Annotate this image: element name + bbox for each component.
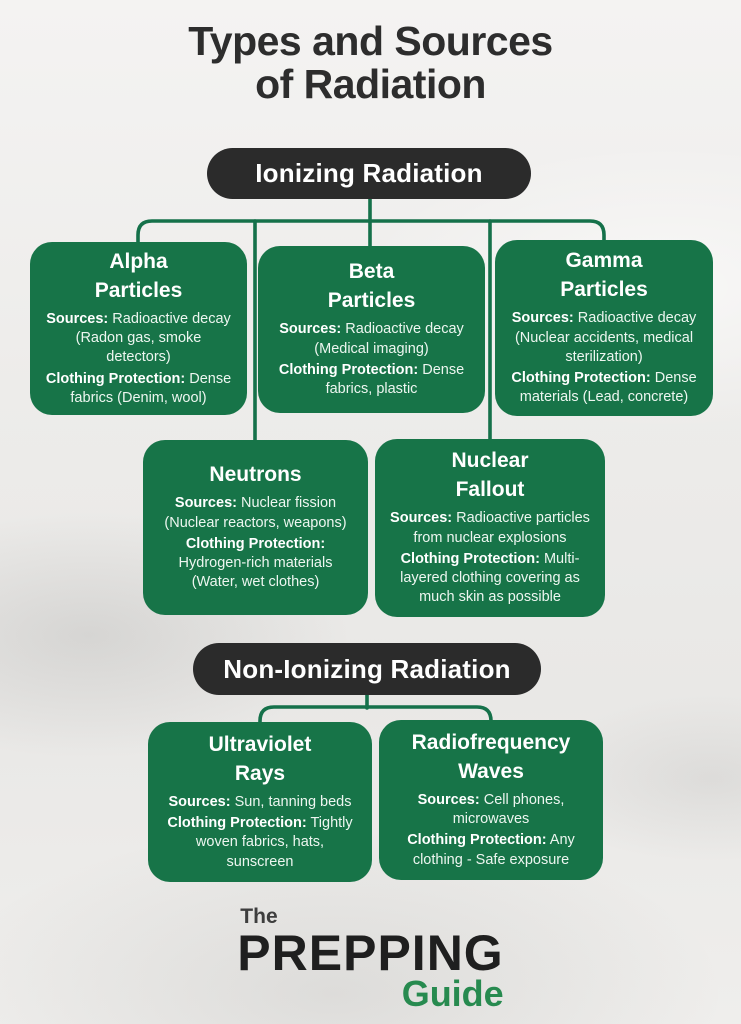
protection-label: Clothing Protection: <box>511 370 651 387</box>
card-uv-title: Ultraviolet Rays <box>208 732 312 785</box>
protection-label: Clothing Protection: <box>400 550 540 567</box>
card-rf-sources: Sources: Cell phones, microwaves <box>417 791 565 828</box>
card-fallout-sources: Sources: Radioactive particles from nucl… <box>390 510 590 546</box>
card-neutrons-sources: Sources: Nuclear fission (Nuclear reacto… <box>164 495 347 531</box>
card-uv-protection: Clothing Protection: Tightly woven fabri… <box>167 815 353 870</box>
card-ultraviolet-rays: Ultraviolet Rays Sources: Sun, tanning b… <box>148 722 372 882</box>
card-alpha-sources: Sources: Radioactive decay (Radon gas, s… <box>46 310 231 366</box>
protection-label: Clothing Protection: <box>167 815 307 832</box>
card-nuclear-fallout: Nuclear Fallout Sources: Radioactive par… <box>375 439 605 617</box>
page-title: Types and Sources of Radiation <box>0 20 741 105</box>
card-gamma-particles: Gamma Particles Sources: Radioactive dec… <box>495 240 713 416</box>
sources-label: Sources: <box>279 321 342 338</box>
card-neutrons-protection: Clothing Protection: Hydrogen-rich mater… <box>178 535 333 591</box>
card-gamma-protection: Clothing Protection: Dense materials (Le… <box>511 370 697 406</box>
sources-label: Sources: <box>174 495 237 512</box>
logo-prepping: PREPPING <box>237 925 504 981</box>
sources-label: Sources: <box>168 793 231 810</box>
card-beta-particles: Beta Particles Sources: Radioactive deca… <box>258 246 485 413</box>
protection-label: Clothing Protection: <box>278 361 419 378</box>
card-beta-title: Beta Particles <box>327 260 416 313</box>
card-beta-sources: Sources: Radioactive decay (Medical imag… <box>279 321 464 357</box>
page-title-line1: Types and Sources <box>188 18 553 64</box>
section-header-ionizing: Ionizing Radiation <box>207 148 531 199</box>
logo-guide: Guide <box>401 973 504 1014</box>
card-uv-sources: Sources: Sun, tanning beds <box>168 793 352 810</box>
card-gamma-sources: Sources: Radioactive decay (Nuclear acci… <box>511 310 697 365</box>
sources-label: Sources: <box>390 510 453 527</box>
page-title-line2: of Radiation <box>255 60 486 107</box>
card-fallout-protection: Clothing Protection: Multi-layered cloth… <box>400 550 580 606</box>
section-header-ionizing-label: Ionizing Radiation <box>255 158 483 188</box>
sources-label: Sources: <box>511 310 574 327</box>
sources-label: Sources: <box>46 310 109 327</box>
card-alpha-protection: Clothing Protection: Dense fabrics (Deni… <box>45 370 232 406</box>
card-neutrons-title: Neutrons <box>209 463 302 487</box>
prepping-guide-logo: The PREPPING Guide <box>237 906 503 1012</box>
section-header-non-ionizing-label: Non-Ionizing Radiation <box>223 653 511 684</box>
section-header-non-ionizing: Non-Ionizing Radiation <box>193 643 541 695</box>
card-rf-protection: Clothing Protection: Any clothing - Safe… <box>407 832 575 868</box>
card-alpha-title: Alpha Particles <box>94 249 183 302</box>
card-neutrons: Neutrons Sources: Nuclear fission (Nucle… <box>143 440 368 615</box>
card-alpha-particles: Alpha Particles Sources: Radioactive dec… <box>30 242 247 415</box>
card-gamma-title: Gamma Particles <box>560 249 648 302</box>
card-fallout-title: Nuclear Fallout <box>451 449 529 502</box>
card-beta-protection: Clothing Protection: Dense fabrics, plas… <box>278 361 465 398</box>
sources-label: Sources: <box>417 791 480 808</box>
card-radiofrequency-waves: Radiofrequency Waves Sources: Cell phone… <box>379 720 603 880</box>
card-rf-title: Radiofrequency Waves <box>411 730 571 783</box>
protection-label: Clothing Protection: <box>185 535 326 552</box>
protection-label: Clothing Protection: <box>45 370 186 387</box>
logo-the: The <box>240 905 278 928</box>
protection-label: Clothing Protection: <box>407 832 547 849</box>
